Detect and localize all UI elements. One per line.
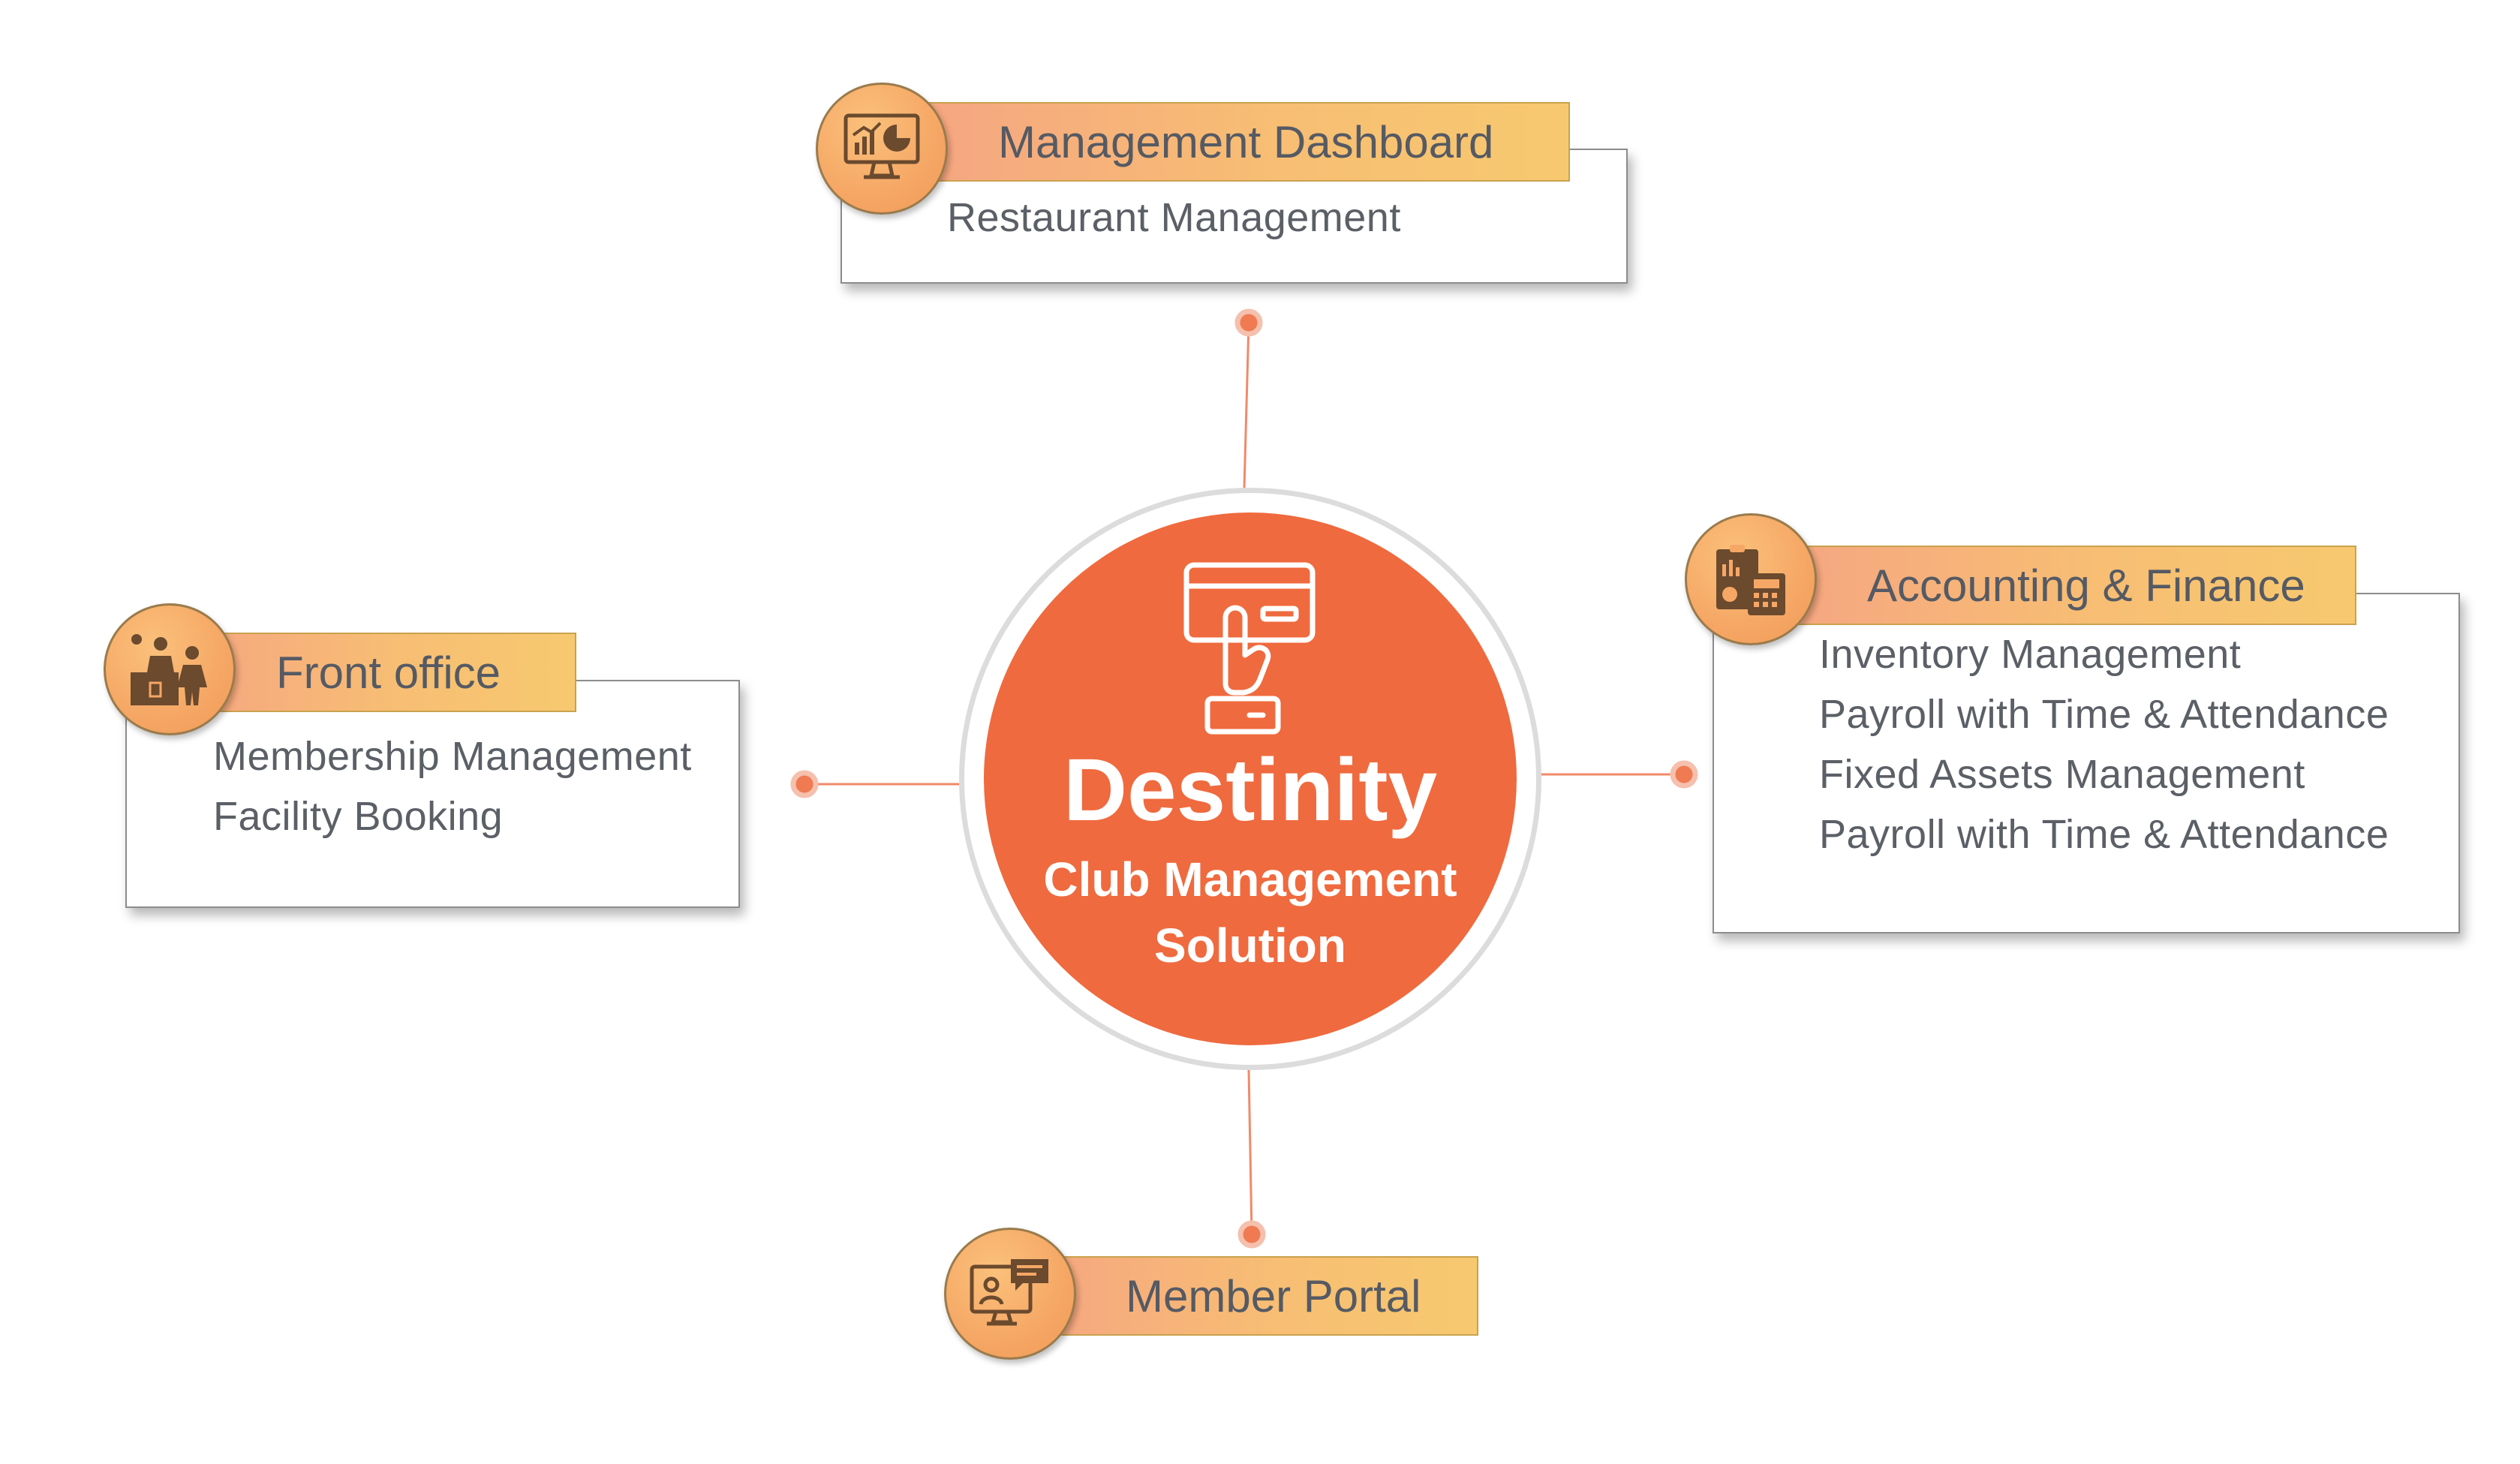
accounting-finance-card: Inventory Management Payroll with Time &… xyxy=(1713,593,2460,933)
video-chat-monitor-icon xyxy=(970,1259,1048,1326)
module-item: Payroll with Time & Attendance xyxy=(1819,692,2389,737)
module-item: Inventory Management xyxy=(1819,632,2242,677)
reception-desk-icon xyxy=(131,634,207,705)
hub-circle xyxy=(984,513,1517,1045)
connector-dot-bottom xyxy=(1237,1220,1266,1249)
connector-bottom xyxy=(1247,1069,1253,1235)
connector-dot-left xyxy=(790,770,819,798)
management-dashboard-banner: Management Dashboard xyxy=(878,102,1570,182)
accounting-finance-title: Accounting & Finance xyxy=(1867,560,2305,611)
dashboard-monitor-icon xyxy=(844,113,920,179)
front-office-title: Front office xyxy=(276,647,501,698)
front-office-card: Membership Management Facility Booking xyxy=(125,680,740,908)
module-item: Facility Booking xyxy=(213,794,504,839)
accounting-finance-items: Inventory Management Payroll with Time &… xyxy=(1819,624,2389,864)
management-dashboard-items: Restaurant Management xyxy=(947,188,1401,248)
management-dashboard-title: Management Dashboard xyxy=(998,116,1494,167)
module-item: Fixed Assets Management xyxy=(1819,752,2305,797)
accounting-finance-banner: Accounting & Finance xyxy=(1747,546,2356,625)
calculator-clipboard-icon xyxy=(1716,545,1785,615)
front-office-badge xyxy=(104,603,236,735)
module-item: Membership Management xyxy=(213,734,692,779)
connector-top xyxy=(1243,322,1250,489)
hub-subtitle-line1: Club Management xyxy=(1043,852,1457,906)
front-office-items: Membership Management Facility Booking xyxy=(213,726,692,846)
management-dashboard-badge xyxy=(816,83,948,215)
module-item: Payroll with Time & Attendance xyxy=(1819,812,2389,857)
card-payment-icon xyxy=(1183,562,1316,735)
member-portal-badge xyxy=(944,1228,1076,1360)
connector-dot-top xyxy=(1234,308,1263,337)
member-portal-banner: Member Portal xyxy=(1006,1256,1478,1336)
module-item: Restaurant Management xyxy=(947,195,1401,240)
member-portal-title: Member Portal xyxy=(1126,1270,1421,1321)
accounting-finance-badge xyxy=(1685,513,1817,645)
connector-dot-right xyxy=(1670,760,1698,789)
hub-subtitle-line2: Solution xyxy=(1154,918,1346,972)
hub-title: Destinity xyxy=(1063,741,1438,840)
